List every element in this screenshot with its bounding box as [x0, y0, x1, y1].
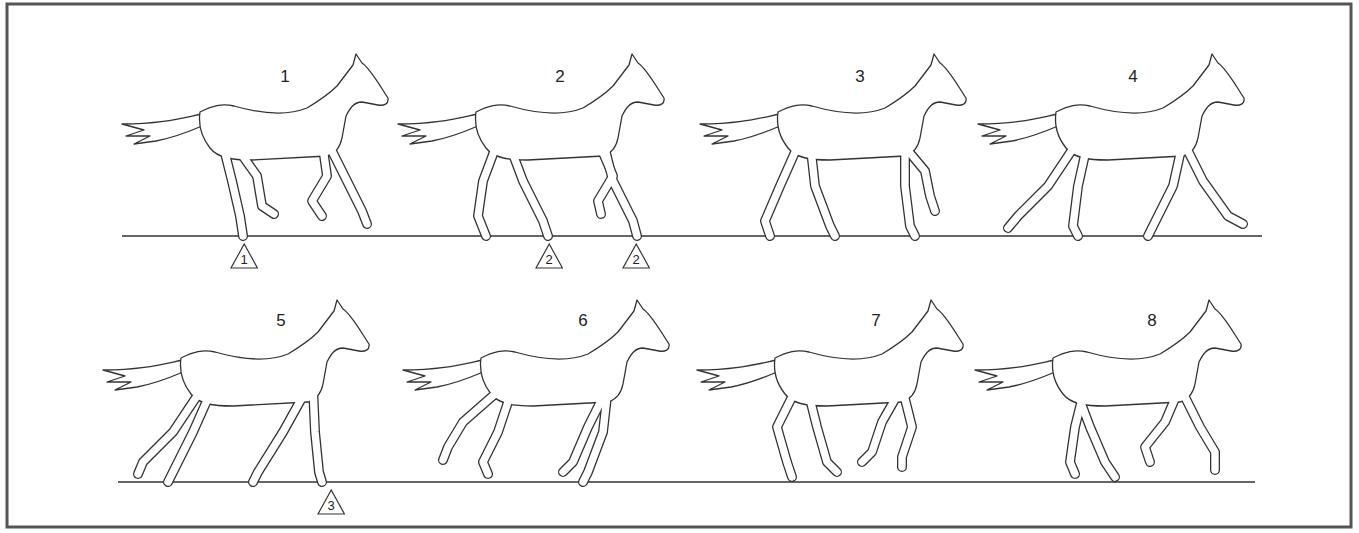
callout-number: 3: [327, 499, 334, 512]
triangle-shape: [623, 244, 649, 268]
frame-number: 2: [555, 68, 564, 85]
callout-number: 2: [545, 253, 552, 266]
frame-number: 6: [578, 312, 587, 329]
frame-number: 1: [280, 68, 289, 85]
callout-number: 1: [240, 253, 247, 266]
frame-number: 4: [1128, 68, 1137, 85]
horse-figure: [398, 54, 664, 236]
callout-triangle: 2: [535, 243, 563, 269]
ground-line: [118, 481, 1255, 483]
horse-figure: [697, 300, 963, 477]
frame-number: 8: [1147, 312, 1156, 329]
horse-figure: [975, 300, 1241, 477]
frame-number: 3: [855, 68, 864, 85]
horse-figure: [122, 54, 388, 236]
callout-triangle: 2: [622, 243, 650, 269]
callout-triangle: 1: [230, 243, 258, 269]
horse-figure: [700, 54, 966, 236]
frame-number: 7: [871, 312, 880, 329]
callout-number: 2: [632, 253, 639, 266]
frame-number: 5: [276, 312, 285, 329]
triangle-shape: [536, 244, 562, 268]
horse-figure: [403, 300, 669, 482]
callout-triangle: 3: [317, 489, 345, 515]
horse-figure: [978, 54, 1244, 236]
ground-line: [122, 235, 1262, 237]
triangle-shape: [318, 490, 344, 514]
horse-figure: [103, 300, 369, 482]
triangle-shape: [231, 244, 257, 268]
frame-border: [7, 4, 1351, 527]
